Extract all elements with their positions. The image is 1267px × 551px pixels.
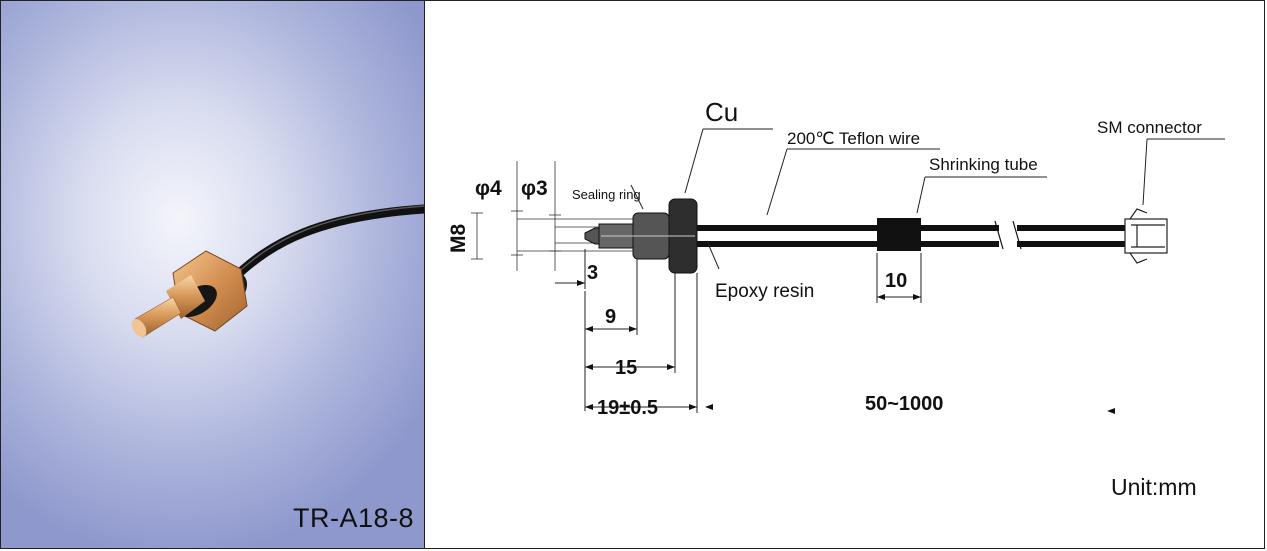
cable-photo [226, 204, 424, 286]
connector-label: SM connector [1097, 118, 1202, 137]
thread-dim: M8 [447, 224, 470, 253]
product-photo-panel: TR-A18-8 [1, 1, 425, 548]
model-label: TR-A18-8 [292, 503, 414, 533]
tube-length-dim: 10 [885, 270, 907, 292]
sm-connector-drawing [1124, 208, 1168, 264]
material-label: Cu [705, 97, 738, 127]
diameter-extension-lines [471, 161, 635, 271]
sealing-ring-label: Sealing ring [572, 187, 641, 202]
technical-drawing: Cu 200℃ Teflon wire Shrinking tube SM co… [447, 97, 1225, 500]
tube-label: Shrinking tube [929, 155, 1038, 174]
cable-drawing [697, 218, 1125, 251]
total-length-dim: 19±0.5 [597, 397, 658, 419]
cable-length-dim: 50~1000 [865, 393, 943, 415]
shrinking-tube-drawing [877, 218, 921, 251]
tip-length-dim: 3 [587, 262, 598, 284]
sensor-body-drawing [584, 198, 698, 274]
wire-label: 200℃ Teflon wire [787, 129, 920, 148]
dimension-lines [555, 249, 922, 413]
dimension-arrows [577, 280, 1115, 414]
sensor-photo [131, 204, 424, 338]
callout-leaders [630, 128, 1225, 270]
inner-diameter-dim: φ3 [521, 177, 548, 200]
unit-label: Unit:mm [1111, 474, 1197, 500]
epoxy-resin-label: Epoxy resin [715, 281, 814, 302]
probe-length-dim: 9 [605, 306, 616, 328]
outer-diameter-dim: φ4 [475, 177, 502, 200]
body-length-dim: 15 [615, 357, 637, 379]
